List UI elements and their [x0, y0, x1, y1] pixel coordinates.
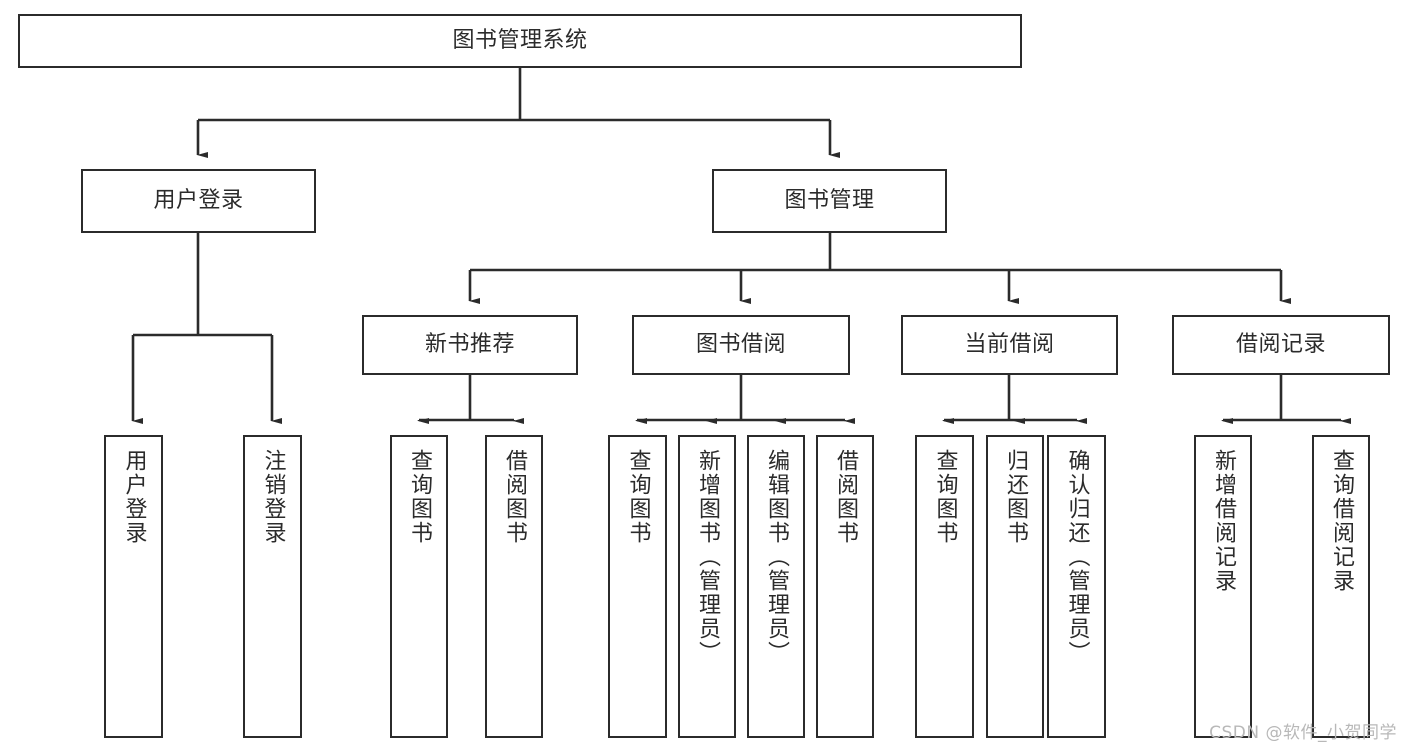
node-book-management[interactable]: 图书管理: [712, 169, 947, 233]
leaf-edit-book-admin[interactable]: 编辑图书（管理员）: [747, 435, 805, 738]
node-new-book-recommend[interactable]: 新书推荐: [362, 315, 578, 375]
leaf-query-book-current[interactable]: 查询图书: [915, 435, 974, 738]
csdn-watermark: CSDN @软件_小贺同学: [1209, 723, 1397, 743]
node-borrow-record-label: 借阅记录: [1235, 331, 1326, 357]
leaf-query-book-borrow-label: 查询图书: [625, 449, 651, 545]
leaf-borrow-book[interactable]: 借阅图书: [816, 435, 874, 738]
leaf-query-book-rec-label: 查询图书: [406, 449, 432, 545]
node-user-login-label: 用户登录: [153, 187, 244, 213]
leaf-user-login[interactable]: 用户登录: [104, 435, 163, 738]
leaf-confirm-return-admin[interactable]: 确认归还（管理员）: [1047, 435, 1106, 738]
leaf-query-book-borrow[interactable]: 查询图书: [608, 435, 667, 738]
leaf-logout-label: 注销登录: [260, 449, 286, 545]
node-borrow-record[interactable]: 借阅记录: [1172, 315, 1390, 375]
leaf-user-login-label: 用户登录: [121, 449, 147, 545]
leaf-add-book-admin[interactable]: 新增图书（管理员）: [678, 435, 736, 738]
leaf-borrow-book-rec[interactable]: 借阅图书: [485, 435, 543, 738]
leaf-return-book-label: 归还图书: [1002, 449, 1028, 545]
node-book-management-label: 图书管理: [784, 187, 875, 213]
node-new-book-recommend-label: 新书推荐: [424, 331, 515, 357]
node-root-label: 图书管理系统: [452, 27, 588, 53]
leaf-borrow-book-rec-label: 借阅图书: [501, 449, 527, 545]
node-current-borrow-label: 当前借阅: [964, 331, 1055, 357]
leaf-logout[interactable]: 注销登录: [243, 435, 302, 738]
node-root[interactable]: 图书管理系统: [18, 14, 1022, 68]
node-current-borrow[interactable]: 当前借阅: [901, 315, 1118, 375]
leaf-query-book-rec[interactable]: 查询图书: [390, 435, 448, 738]
leaf-edit-book-admin-label: 编辑图书（管理员）: [763, 449, 789, 665]
leaf-return-book[interactable]: 归还图书: [986, 435, 1044, 738]
node-book-borrow-label: 图书借阅: [695, 331, 786, 357]
node-user-login[interactable]: 用户登录: [81, 169, 316, 233]
leaf-borrow-book-label: 借阅图书: [832, 449, 858, 545]
leaf-add-borrow-record-label: 新增借阅记录: [1210, 449, 1236, 593]
leaf-query-borrow-record-label: 查询借阅记录: [1328, 449, 1354, 593]
node-book-borrow[interactable]: 图书借阅: [632, 315, 850, 375]
leaf-confirm-return-admin-label: 确认归还（管理员）: [1064, 449, 1090, 665]
leaf-add-borrow-record[interactable]: 新增借阅记录: [1194, 435, 1252, 738]
leaf-query-borrow-record[interactable]: 查询借阅记录: [1312, 435, 1370, 738]
leaf-add-book-admin-label: 新增图书（管理员）: [694, 449, 720, 665]
leaf-query-book-current-label: 查询图书: [932, 449, 958, 545]
